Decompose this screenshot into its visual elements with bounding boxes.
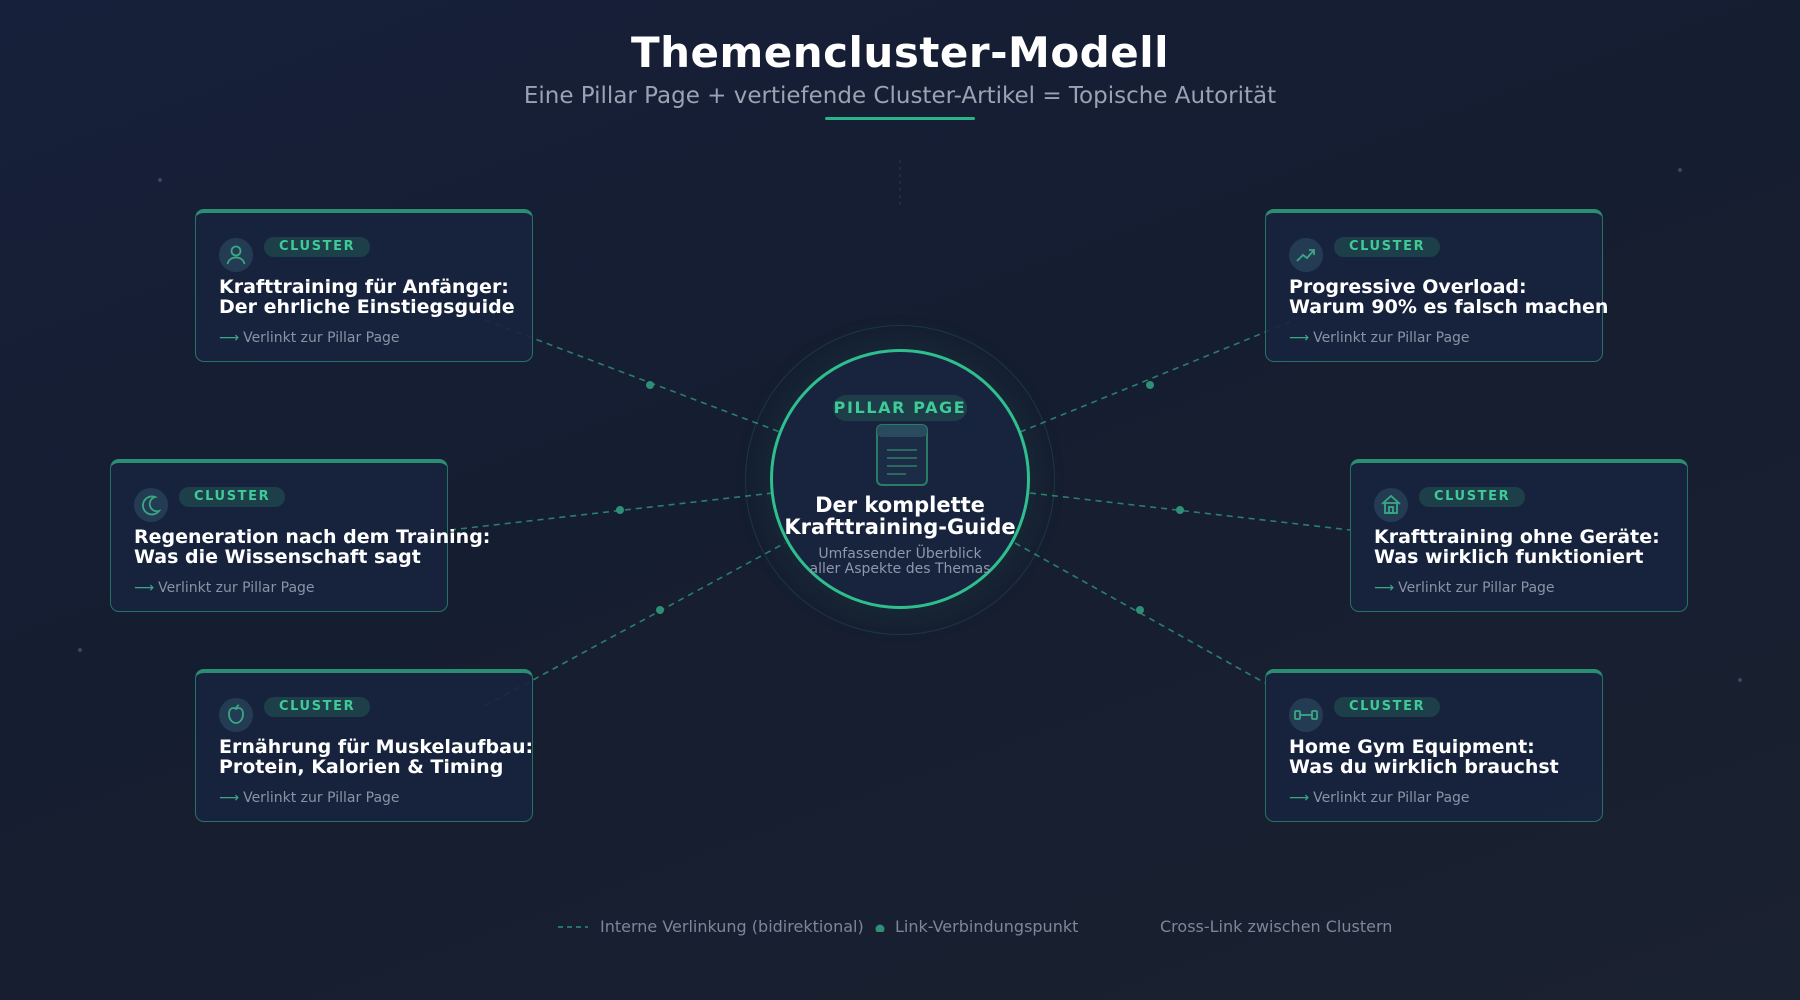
legend-dot-icon xyxy=(874,917,886,936)
cluster-link-label: Verlinkt zur Pillar Page xyxy=(243,790,400,806)
link-line-1 xyxy=(484,319,781,433)
cluster-link-label: Verlinkt zur Pillar Page xyxy=(1313,330,1470,346)
bg-dot xyxy=(78,648,82,652)
cluster-link-label: Verlinkt zur Pillar Page xyxy=(158,580,315,596)
apple-icon xyxy=(219,698,253,732)
dumbbell-icon xyxy=(1289,698,1323,732)
cluster-card-progressive-overload[interactable]: CLUSTER Progressive Overload: Warum 90% … xyxy=(1265,209,1608,362)
page-subtitle: Eine Pillar Page + vertiefende Cluster-A… xyxy=(523,83,1277,109)
pillar-desc-line-1: Umfassender Überblick xyxy=(818,546,982,562)
cluster-badge: CLUSTER xyxy=(1419,487,1526,507)
cluster-link-label: Verlinkt zur Pillar Page xyxy=(243,330,400,346)
cluster-link[interactable]: ⟶Verlinkt zur Pillar Page xyxy=(1289,330,1470,346)
legend-dash-icon xyxy=(558,917,588,936)
cluster-title-line-2: Was du wirklich brauchst xyxy=(1289,756,1559,778)
cluster-link[interactable]: ⟶Verlinkt zur Pillar Page xyxy=(219,330,400,346)
cluster-title-line-2: Der ehrliche Einstiegsguide xyxy=(219,296,515,318)
cluster-link[interactable]: ⟶Verlinkt zur Pillar Page xyxy=(1289,790,1470,806)
cluster-title: Progressive Overload: Warum 90% es falsc… xyxy=(1289,277,1619,317)
link-point-2 xyxy=(1146,381,1154,389)
pillar-ring xyxy=(745,325,1055,635)
link-point-5 xyxy=(656,606,664,614)
arrow-right-icon: ⟶ xyxy=(219,330,240,346)
bg-dot xyxy=(1678,168,1682,172)
moon-icon xyxy=(134,488,168,522)
pillar-node[interactable]: PILLAR PAGE Der komplette Krafttraining-… xyxy=(770,349,1030,609)
cluster-card-anfaenger[interactable]: CLUSTER Krafttraining für Anfänger: Der … xyxy=(195,209,533,362)
link-point-1 xyxy=(646,381,654,389)
pillar-badge: PILLAR PAGE xyxy=(833,395,967,421)
link-point-4 xyxy=(1176,506,1184,514)
pillar-title-line-2: Krafttraining-Guide xyxy=(784,515,1016,539)
cluster-card-home-gym[interactable]: CLUSTER Home Gym Equipment: Was du wirkl… xyxy=(1265,669,1603,822)
link-point-6 xyxy=(1136,606,1144,614)
cluster-title: Regeneration nach dem Training: Was die … xyxy=(134,526,491,568)
legend-cross-label: Cross-Link zwischen Clustern xyxy=(1160,917,1393,936)
cluster-badge: CLUSTER xyxy=(264,697,371,717)
header: Themencluster-Modell Eine Pillar Page + … xyxy=(0,28,1800,120)
arrow-right-icon: ⟶ xyxy=(219,790,240,806)
trending-up-icon xyxy=(1289,238,1323,272)
cluster-title: Home Gym Equipment: Was du wirklich brau… xyxy=(1289,737,1619,777)
cluster-title-line-2: Protein, Kalorien & Timing xyxy=(219,756,504,778)
arrow-right-icon: ⟶ xyxy=(1289,790,1310,806)
cluster-title-line-1: Krafttraining für Anfänger: xyxy=(219,276,509,298)
arrow-right-icon: ⟶ xyxy=(134,580,155,596)
arrow-right-icon: ⟶ xyxy=(1374,580,1395,596)
cluster-title-line-2: Warum 90% es falsch machen xyxy=(1289,296,1609,318)
title-underline xyxy=(825,117,975,120)
cluster-title-line-1: Krafttraining ohne Geräte: xyxy=(1374,526,1660,548)
cluster-card-regeneration[interactable]: CLUSTER Regeneration nach dem Training: … xyxy=(110,459,490,612)
cluster-badge: CLUSTER xyxy=(1334,237,1441,257)
link-point-3 xyxy=(616,506,624,514)
pillar-title-line-1: Der komplette xyxy=(815,493,985,517)
cluster-badge: CLUSTER xyxy=(1334,697,1441,717)
cluster-title-line-2: Was die Wissenschaft sagt xyxy=(134,546,421,568)
cluster-link[interactable]: ⟶Verlinkt zur Pillar Page xyxy=(1374,580,1555,596)
cluster-link-label: Verlinkt zur Pillar Page xyxy=(1398,580,1555,596)
cluster-badge: CLUSTER xyxy=(179,487,286,507)
home-icon xyxy=(1374,488,1408,522)
user-icon xyxy=(219,238,253,272)
cluster-title-line-1: Ernährung für Muskelaufbau: xyxy=(219,736,534,758)
pillar-title: Der komplette Krafttraining-Guide xyxy=(773,494,1027,538)
legend-internal-label: Interne Verlinkung (bidirektional) xyxy=(600,917,864,936)
link-line-5 xyxy=(484,542,786,707)
document-icon xyxy=(876,424,928,490)
cluster-badge: CLUSTER xyxy=(264,237,371,257)
link-line-3 xyxy=(449,492,774,531)
cluster-link-label: Verlinkt zur Pillar Page xyxy=(1313,790,1470,806)
bg-dot xyxy=(1738,678,1742,682)
cluster-title: Krafttraining ohne Geräte: Was wirklich … xyxy=(1374,527,1704,567)
link-line-2 xyxy=(1019,321,1291,433)
link-line-4 xyxy=(1029,492,1351,531)
cluster-card-ernaehrung[interactable]: CLUSTER Ernährung für Muskelaufbau: Prot… xyxy=(195,669,533,822)
cluster-title: Krafttraining für Anfänger: Der ehrliche… xyxy=(219,277,549,317)
legend-point-label: Link-Verbindungspunkt xyxy=(895,917,1079,936)
page-title: Themencluster-Modell xyxy=(630,28,1170,77)
cluster-title-line-1: Home Gym Equipment: xyxy=(1289,736,1535,758)
cluster-title-line-1: Progressive Overload: xyxy=(1289,276,1527,298)
cluster-title-line-1: Regeneration nach dem Training: xyxy=(134,526,491,548)
pillar-desc-line-2: aller Aspekte des Themas xyxy=(809,561,991,577)
arrow-right-icon: ⟶ xyxy=(1289,330,1310,346)
pillar-description: Umfassender Überblick aller Aspekte des … xyxy=(773,547,1027,577)
cluster-title: Ernährung für Muskelaufbau: Protein, Kal… xyxy=(219,737,549,777)
cluster-link[interactable]: ⟶Verlinkt zur Pillar Page xyxy=(134,580,315,596)
cluster-title-line-2: Was wirklich funktioniert xyxy=(1374,546,1644,568)
cluster-link[interactable]: ⟶Verlinkt zur Pillar Page xyxy=(219,790,400,806)
bg-dot xyxy=(158,178,162,182)
cluster-card-ohne-geraete[interactable]: CLUSTER Krafttraining ohne Geräte: Was w… xyxy=(1350,459,1688,612)
